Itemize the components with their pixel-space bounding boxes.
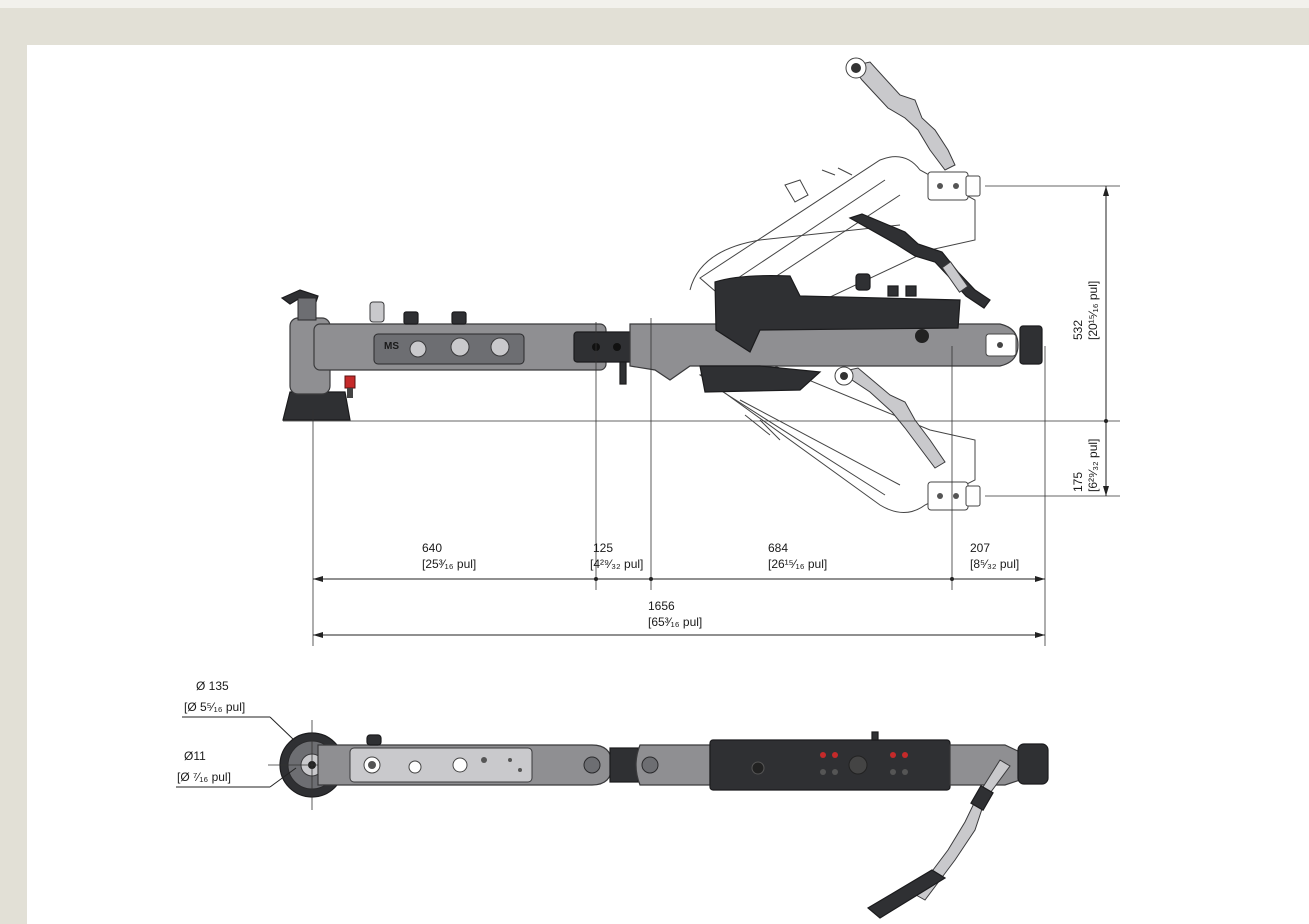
main-arm: MS — [280, 213, 1043, 421]
plan-view — [268, 720, 1049, 919]
logo-label: MS — [384, 341, 399, 352]
dia-135-value: Ø 135 — [196, 679, 229, 693]
dim-640-value: 640 — [422, 541, 442, 555]
dim-532-value: 532 — [1071, 320, 1085, 340]
dia-11-imperial: [Ø ⁷⁄₁₆ pul] — [177, 770, 231, 784]
dimension-lines — [312, 185, 1120, 646]
dimension-texts: 640 [25³⁄₁₆ pul] 125 [4²⁹⁄₃₂ pul] 684 [2… — [422, 281, 1100, 629]
dim-1656-imperial: [65³⁄₁₆ pul] — [648, 615, 702, 629]
dim-684-value: 684 — [768, 541, 788, 555]
dim-125-value: 125 — [593, 541, 613, 555]
left-margin-strip — [0, 8, 27, 924]
top-band — [0, 0, 1309, 8]
dim-175-value: 175 — [1071, 472, 1085, 492]
dim-207-imperial: [8⁵⁄₃₂ pul] — [970, 557, 1019, 571]
dim-207-value: 207 — [970, 541, 990, 555]
dia-11-value: Ø11 — [184, 749, 206, 763]
dia-135-imperial: [Ø 5⁵⁄₁₆ pul] — [184, 700, 245, 714]
dim-640-imperial: [25³⁄₁₆ pul] — [422, 557, 476, 571]
side-view: MS — [280, 57, 1120, 513]
dim-532-imperial: [20¹⁵⁄₁₆ pul] — [1086, 281, 1100, 340]
dim-684-imperial: [26¹⁵⁄₁₆ pul] — [768, 557, 827, 571]
diameter-annotations: Ø 135 [Ø 5⁵⁄₁₆ pul] Ø11 [Ø ⁷⁄₁₆ pul] — [176, 679, 297, 788]
upper-arm-outline — [689, 57, 981, 331]
dim-175-imperial: [6²⁹⁄₃₂ pul] — [1086, 439, 1100, 492]
lower-arm-outline — [698, 359, 981, 513]
dim-1656-value: 1656 — [648, 599, 675, 613]
dim-125-imperial: [4²⁹⁄₃₂ pul] — [590, 557, 643, 571]
